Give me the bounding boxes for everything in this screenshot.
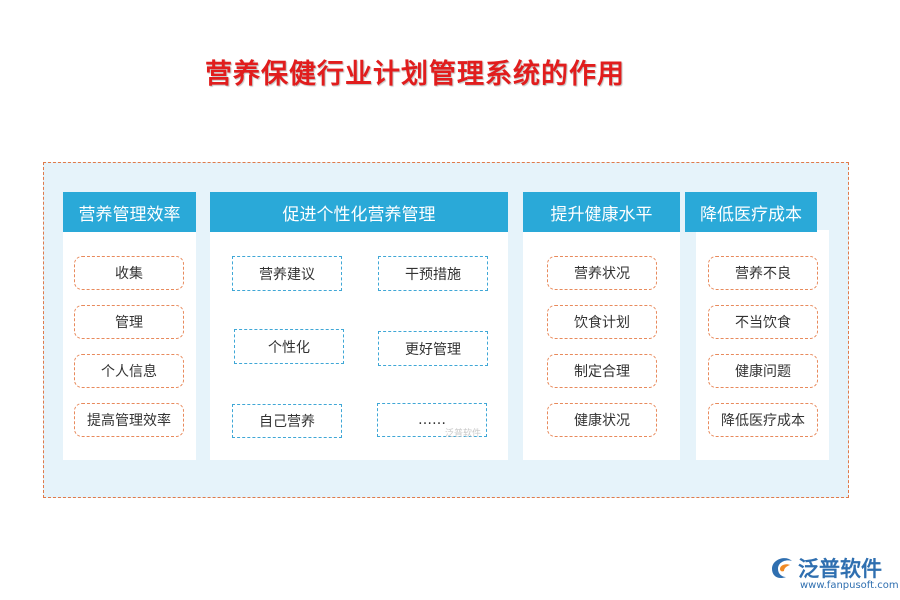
item-intervention: 干预措施 <box>378 256 488 291</box>
item-collect: 收集 <box>74 256 184 290</box>
item-own-nutrition: 自己营养 <box>232 404 342 438</box>
item-improper-diet: 不当饮食 <box>708 305 818 339</box>
item-reduce-medical-cost: 降低医疗成本 <box>708 403 818 437</box>
item-manage: 管理 <box>74 305 184 339</box>
item-diet-plan: 饮食计划 <box>547 305 657 339</box>
item-personal-info: 个人信息 <box>74 354 184 388</box>
item-nutrition-advice: 营养建议 <box>232 256 342 291</box>
item-health-problems: 健康问题 <box>708 354 818 388</box>
item-better-management: 更好管理 <box>378 331 488 366</box>
item-health-status: 健康状况 <box>547 403 657 437</box>
item-reasonable-plan: 制定合理 <box>547 354 657 388</box>
page-title: 营养保健行业计划管理系统的作用 <box>205 59 625 90</box>
fanpu-logo-icon <box>772 558 792 579</box>
item-nutrition-status: 营养状况 <box>547 256 657 290</box>
brand-logo: 泛普软件 www.fanpusoft.com <box>768 553 899 593</box>
panel-header-medical-cost: 降低医疗成本 <box>685 192 817 232</box>
item-malnutrition: 营养不良 <box>708 256 818 290</box>
panel-header-health-level: 提升健康水平 <box>523 192 680 232</box>
panel-header-management-efficiency: 营养管理效率 <box>63 192 196 232</box>
panel-header-personalized-nutrition: 促进个性化营养管理 <box>210 192 508 232</box>
logo-url: www.fanpusoft.com <box>800 580 899 591</box>
item-ellipsis: …… <box>377 403 487 437</box>
item-personalization: 个性化 <box>234 329 344 364</box>
item-improve-efficiency: 提高管理效率 <box>74 403 184 437</box>
watermark-text: 泛普软件 <box>445 429 482 439</box>
logo-name: 泛普软件 <box>798 557 882 581</box>
